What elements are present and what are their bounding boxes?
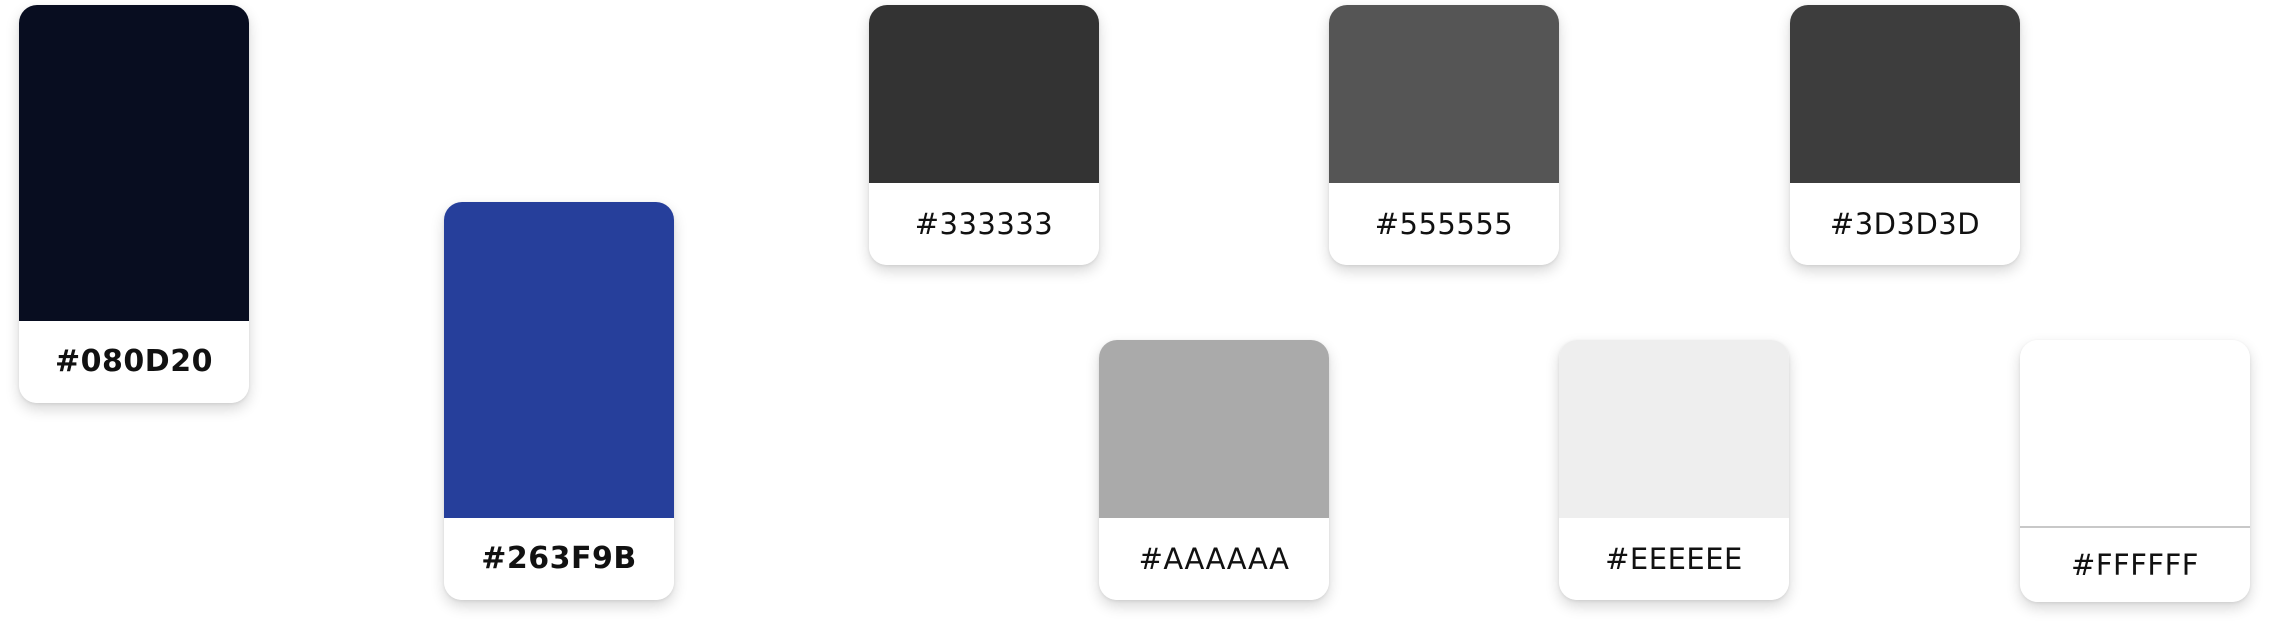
swatch-card: #263F9B xyxy=(444,202,674,600)
hex-label: #333333 xyxy=(869,183,1099,265)
hex-label: #263F9B xyxy=(444,518,674,600)
swatch-card: #333333 xyxy=(869,5,1099,265)
color-swatch xyxy=(2020,340,2250,528)
color-swatch xyxy=(19,5,249,321)
color-swatch xyxy=(869,5,1099,183)
hex-label: #080D20 xyxy=(19,321,249,403)
hex-label: #FFFFFF xyxy=(2020,528,2250,602)
swatch-card: #AAAAAA xyxy=(1099,340,1329,600)
swatch-card: #555555 xyxy=(1329,5,1559,265)
color-swatch xyxy=(1329,5,1559,183)
hex-label: #EEEEEE xyxy=(1559,518,1789,600)
swatch-card: #FFFFFF xyxy=(2020,340,2250,602)
color-swatch xyxy=(444,202,674,518)
swatch-card: #3D3D3D xyxy=(1790,5,2020,265)
color-swatch xyxy=(1099,340,1329,518)
swatch-card: #080D20 xyxy=(19,5,249,403)
hex-label: #AAAAAA xyxy=(1099,518,1329,600)
color-swatch xyxy=(1559,340,1789,518)
swatch-card: #EEEEEE xyxy=(1559,340,1789,600)
hex-label: #3D3D3D xyxy=(1790,183,2020,265)
color-swatch xyxy=(1790,5,2020,183)
hex-label: #555555 xyxy=(1329,183,1559,265)
